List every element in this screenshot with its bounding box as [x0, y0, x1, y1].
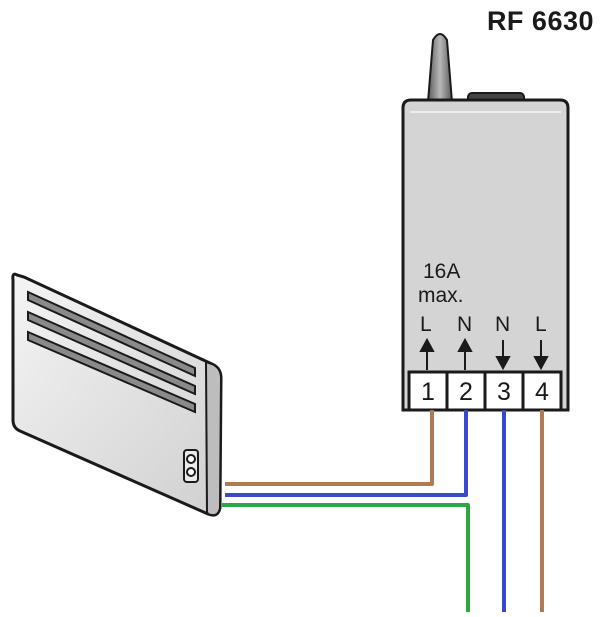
- arrow-up-icon: [419, 337, 435, 370]
- terminal-number-1: 1: [421, 378, 435, 406]
- terminal-block: 1 2 3 4: [407, 370, 563, 412]
- arrow-up-icon: [457, 337, 473, 370]
- terminal-label-1: L: [420, 313, 432, 336]
- receiver-unit: [401, 92, 570, 412]
- knob-icon: [186, 467, 196, 477]
- knob-icon: [186, 454, 196, 464]
- arrow-down-icon: [533, 340, 549, 371]
- model-title: RF 6630: [486, 6, 594, 36]
- panel-heater: [11, 272, 223, 517]
- arrow-down-icon: [495, 340, 511, 371]
- rating-line-1: 16A: [423, 260, 460, 283]
- rating-line-2: max.: [418, 284, 464, 307]
- heater-controls: [183, 449, 199, 483]
- terminal-label-4: L: [535, 313, 547, 336]
- terminal-number-4: 4: [535, 378, 549, 406]
- wire-neutral-heater: [225, 410, 468, 497]
- terminal-number-2: 2: [459, 378, 473, 406]
- receiver-housing: [401, 98, 570, 412]
- wire-live-heater: [225, 410, 434, 486]
- wire-earth: [222, 503, 470, 612]
- heater-grille: [27, 290, 196, 414]
- antenna: [426, 33, 454, 103]
- terminal-label-3: N: [495, 313, 510, 336]
- terminal-label-2: N: [457, 313, 472, 336]
- terminal-number-3: 3: [497, 378, 511, 406]
